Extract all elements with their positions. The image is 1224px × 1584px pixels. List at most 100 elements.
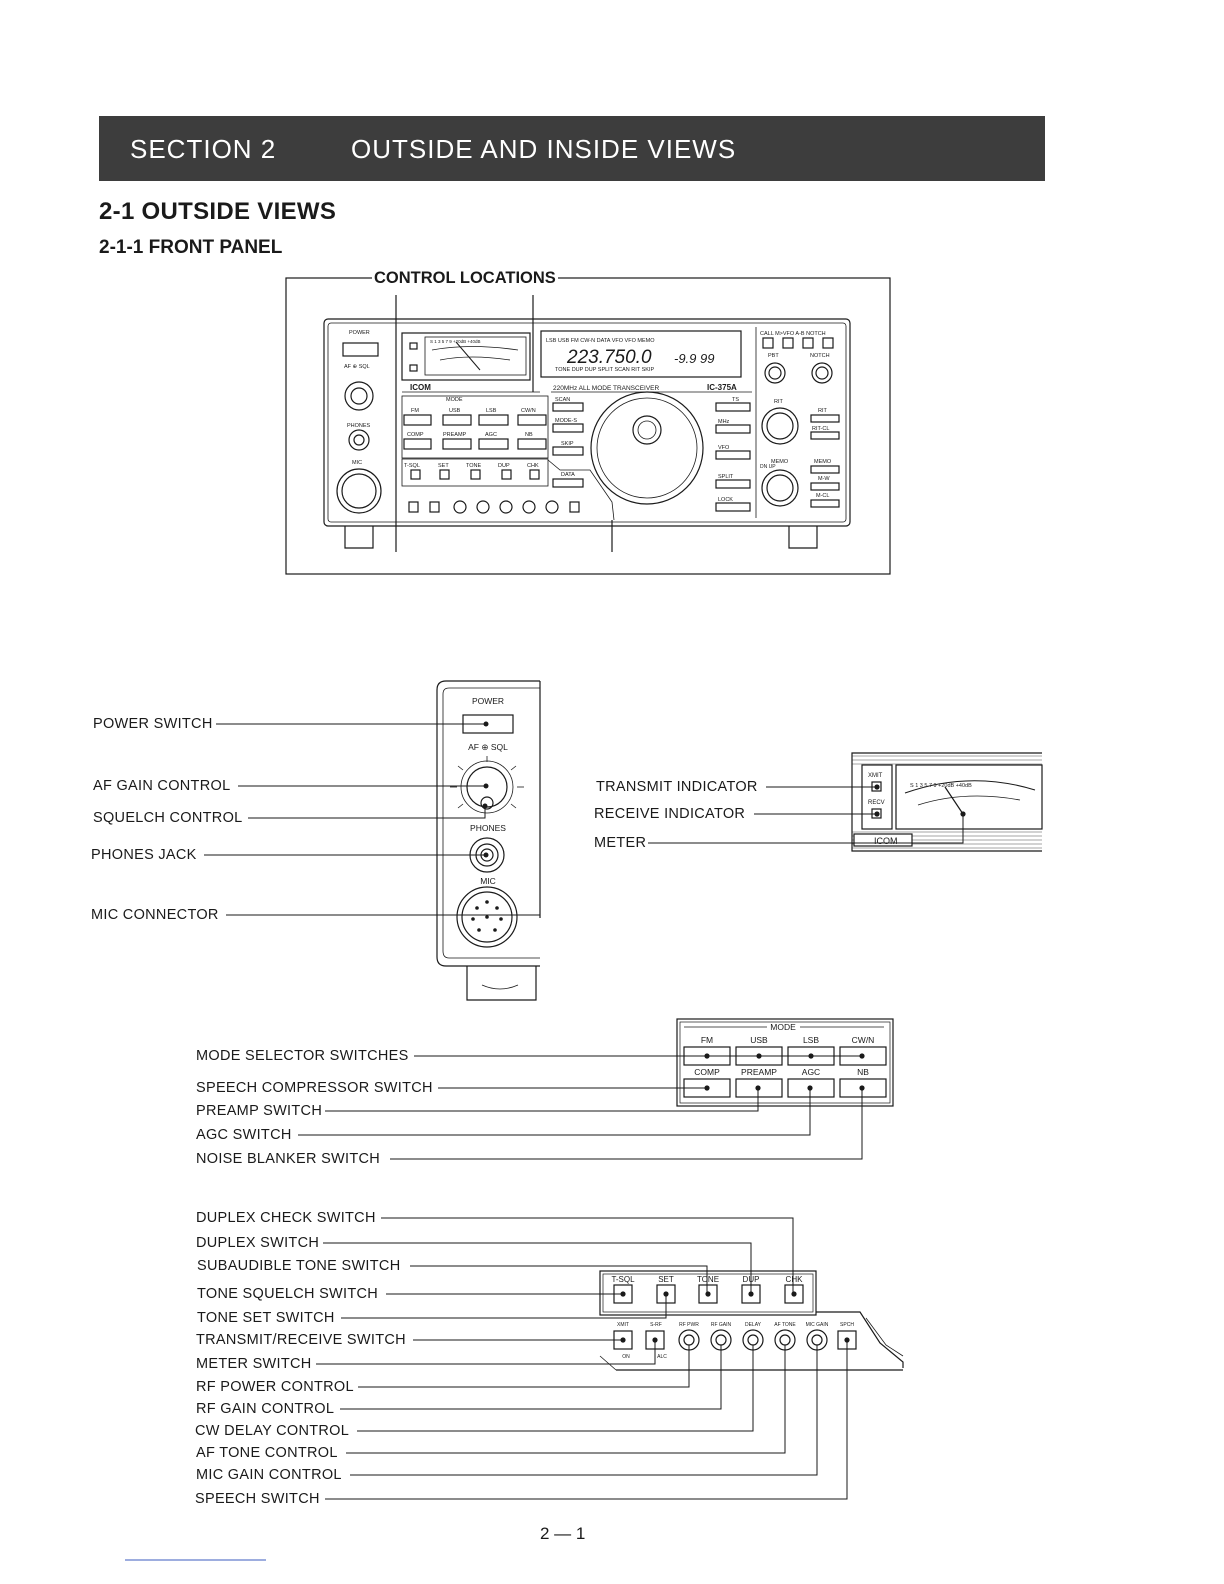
label-noise-blanker-switch: NOISE BLANKER SWITCH — [196, 1151, 381, 1167]
overview-afsql-text: AF ⊕ SQL — [344, 364, 370, 370]
overview-mhz: MHz — [718, 419, 730, 425]
overview-mw-btn: M-W — [818, 476, 830, 482]
detail-recv-text: RECV — [868, 800, 885, 806]
overview-model: IC-375A — [707, 383, 737, 392]
overview-tone-tone: TONE — [466, 463, 482, 469]
display-offset: -9.9 99 — [674, 351, 714, 366]
overview-split: SPLIT — [718, 474, 734, 480]
tone-leaders — [316, 1217, 848, 1500]
label-tone-set-switch: TONE SET SWITCH — [197, 1310, 335, 1326]
overview-mic-text: MIC — [352, 460, 362, 466]
label-cw-delay-control: CW DELAY CONTROL — [195, 1423, 350, 1439]
label-duplex-switch: DUPLEX SWITCH — [196, 1235, 320, 1251]
overview-rit-btn: RIT — [818, 408, 828, 414]
overview-lock: LOCK — [718, 497, 733, 503]
detail-mode-cwn: CW/N — [852, 1035, 875, 1045]
label-squelch-control: SQUELCH CONTROL — [93, 810, 243, 826]
overview-data: DATA — [561, 472, 575, 478]
page-number: 2 — 1 — [540, 1524, 586, 1543]
control-locations-frame — [285, 277, 891, 575]
detail-tone-set: SET — [658, 1275, 674, 1284]
label-speech-switch: SPEECH SWITCH — [195, 1491, 320, 1507]
left-panel-leaders — [204, 723, 540, 916]
label-mode-selector-switches: MODE SELECTOR SWITCHES — [196, 1048, 409, 1064]
display-status-bottom: TONE DUP DUP SPLIT SCAN RIT SKIP — [555, 367, 654, 373]
detail-mode-title: MODE — [770, 1022, 796, 1032]
overview-dn-up-text: DN UP — [760, 464, 776, 470]
detail-phones-text: PHONES — [470, 823, 506, 833]
overview-tone-dup: DUP — [498, 463, 510, 469]
left-panel-detail — [436, 680, 541, 1001]
overview-mode-fm: FM — [411, 408, 419, 414]
overview-pbt-text: PBT — [768, 353, 779, 359]
overview-memo-text: MEMO — [771, 459, 789, 465]
detail-tone-chk: CHK — [786, 1275, 804, 1284]
detail-tone-tsql: T-SQL — [611, 1275, 635, 1284]
overview-mode-lsb: LSB — [486, 408, 497, 414]
detail-mic-text: MIC — [480, 876, 496, 886]
label-preamp-switch: PREAMP SWITCH — [196, 1103, 323, 1119]
detail-mode-nb: NB — [857, 1067, 869, 1077]
detail-tone-dup: DUP — [743, 1275, 760, 1284]
detail-xmit-text: XMIT — [868, 773, 883, 779]
label-rf-power-control: RF POWER CONTROL — [196, 1379, 354, 1395]
tone-panel-detail — [599, 1270, 904, 1371]
detail-knob-rfpwr: RF PWR — [679, 1322, 699, 1328]
overview-ts: TS — [732, 397, 739, 403]
detail-knob-delay: DELAY — [745, 1322, 762, 1328]
label-transmit-indicator: TRANSMIT INDICATOR — [596, 779, 758, 795]
section-banner: SECTION 2 OUTSIDE AND INSIDE VIEWS — [99, 116, 1045, 181]
label-receive-indicator: RECEIVE INDICATOR — [594, 806, 746, 822]
meter-leaders — [648, 786, 964, 844]
label-agc-switch: AGC SWITCH — [196, 1127, 292, 1143]
overview-power-text: POWER — [349, 330, 370, 336]
overview-phones-text: PHONES — [347, 423, 371, 429]
overview-rit-text: RIT — [774, 399, 784, 405]
label-subaudible-tone-switch: SUBAUDIBLE TONE SWITCH — [197, 1258, 401, 1274]
label-transmit-receive-switch: TRANSMIT/RECEIVE SWITCH — [196, 1332, 406, 1348]
detail-knob-micgain: MIC GAIN — [806, 1322, 829, 1328]
detail-knob-on: ON — [622, 1354, 630, 1360]
label-speech-compressor-switch: SPEECH COMPRESSOR SWITCH — [196, 1080, 433, 1096]
overview-mcl-btn: M-CL — [816, 493, 829, 499]
detail-knob-aftone: AF TONE — [774, 1322, 796, 1328]
overview-mode-usb: USB — [449, 408, 461, 414]
mode-leaders — [298, 1055, 863, 1160]
mode-panel-detail — [676, 1018, 894, 1107]
detail-mode-fm: FM — [701, 1035, 713, 1045]
detail-mode-usb: USB — [750, 1035, 768, 1045]
section-title: OUTSIDE AND INSIDE VIEWS — [351, 134, 737, 164]
label-rf-gain-control: RF GAIN CONTROL — [196, 1401, 335, 1417]
label-af-gain-control: AF GAIN CONTROL — [93, 778, 231, 794]
detail-mode-lsb: LSB — [803, 1035, 819, 1045]
overview-mode-text: MODE — [446, 397, 463, 403]
overview-scan: SCAN — [555, 397, 570, 403]
label-phones-jack: PHONES JACK — [91, 847, 197, 863]
section-number: SECTION 2 — [130, 134, 277, 164]
detail-knob-rfgain: RF GAIN — [711, 1322, 732, 1328]
front-panel-overview — [323, 295, 851, 552]
meter-detail — [851, 752, 1043, 852]
overview-mode-agc: AGC — [485, 432, 497, 438]
detail-mode-agc: AGC — [802, 1067, 820, 1077]
detail-mode-preamp: PREAMP — [741, 1067, 777, 1077]
overview-mode-preamp: PREAMP — [443, 432, 467, 438]
overview-top-buttons: CALL M>VFO A-B NOTCH — [760, 331, 826, 337]
detail-knob-xmit: XMIT — [617, 1322, 629, 1328]
heading-outside-views: 2-1 OUTSIDE VIEWS — [99, 198, 337, 225]
overview-mode-cwn: CW/N — [521, 408, 536, 414]
overview-brand: ICOM — [410, 383, 431, 392]
overview-ritcl-btn: RIT-CL — [812, 426, 829, 432]
label-af-tone-control: AF TONE CONTROL — [196, 1445, 338, 1461]
detail-knob-alc: ALC — [657, 1354, 667, 1360]
overview-modes: MODE-S — [555, 418, 577, 424]
label-meter: METER — [594, 835, 647, 851]
overview-model-line: 220MHz ALL MODE TRANSCEIVER — [553, 385, 660, 392]
display-status-top: LSB USB FM CW-N DATA VFO VFO MEMO — [546, 338, 655, 344]
overview-tone-tsql: T-SQL — [404, 463, 420, 469]
overview-meter-scale: S 1 3 5 7 9 +20dB +40dB — [430, 339, 481, 344]
detail-mode-comp: COMP — [694, 1067, 720, 1077]
overview-memo-btn: MEMO — [814, 459, 832, 465]
overview-tone-set: SET — [438, 463, 449, 469]
